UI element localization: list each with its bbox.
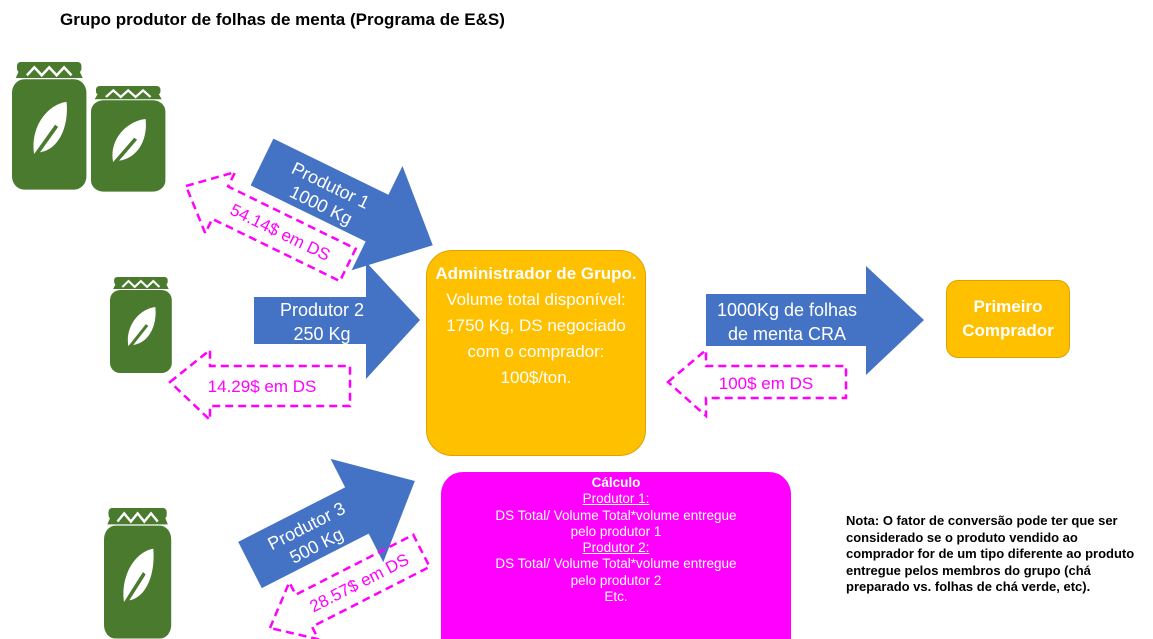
first-buyer-box: Primeiro Comprador (946, 280, 1070, 358)
calculation-box: Cálculo Produtor 1: DS Total/ Volume Tot… (441, 472, 791, 639)
producer-2-payment-arrow: 14.29$ em DS (168, 347, 352, 423)
buyer-payment-arrow: 100$ em DS (666, 347, 848, 419)
buyer-payment: 100$ em DS (719, 374, 814, 393)
calc-etc: Etc. (604, 589, 628, 605)
leaf-bag-icon (108, 275, 174, 375)
buyer-line2: Comprador (962, 321, 1054, 340)
producer-2-volume: 250 Kg (293, 324, 350, 344)
sale-arrow-line2: de menta CRA (728, 324, 846, 344)
group-administrator-box: Administrador de Grupo. Volume total dis… (426, 250, 646, 456)
producer-2-delivery-arrow: Produtor 2 250 Kg (254, 262, 420, 379)
diagram-title: Grupo produtor de folhas de menta (Progr… (60, 10, 505, 29)
leaf-bag-icon (104, 508, 171, 639)
producer-2-name: Produtor 2 (280, 300, 364, 320)
sale-arrow-line1: 1000Kg de folhas (717, 300, 857, 320)
conversion-note: Nota: O fator de conversão pode ter que … (846, 513, 1135, 594)
calc-p2-formula: DS Total/ Volume Total*volume entregue (495, 556, 737, 572)
producer-2-payment: 14.29$ em DS (208, 377, 317, 396)
calc-p2-tail: pelo produtor 2 (570, 572, 662, 588)
producer-1-delivery-arrow: Produtor 1 1000 Kg (250, 138, 433, 271)
admin-title: Administrador de Grupo. (435, 264, 637, 283)
buyer-line1: Primeiro (973, 297, 1043, 316)
calc-p1-tail: pelo produtor 1 (570, 523, 662, 539)
sale-arrow: 1000Kg de folhas de menta CRA (706, 266, 924, 375)
admin-text: Volume total disponível: 1750 Kg, DS neg… (446, 290, 626, 387)
producer-3-delivery-arrow: Produtor 3 500 Kg (238, 458, 415, 589)
leaf-bag-icon (10, 60, 89, 192)
calc-p1-formula: DS Total/ Volume Total*volume entregue (495, 507, 737, 523)
calc-p2-label: Produtor 2: (582, 540, 650, 556)
calc-title: Cálculo (591, 475, 641, 490)
producer-3-payment: 28.57$ em DS (307, 550, 412, 616)
leaf-bag-icon (89, 84, 168, 194)
calc-p1-label: Produtor 1: (582, 491, 650, 507)
